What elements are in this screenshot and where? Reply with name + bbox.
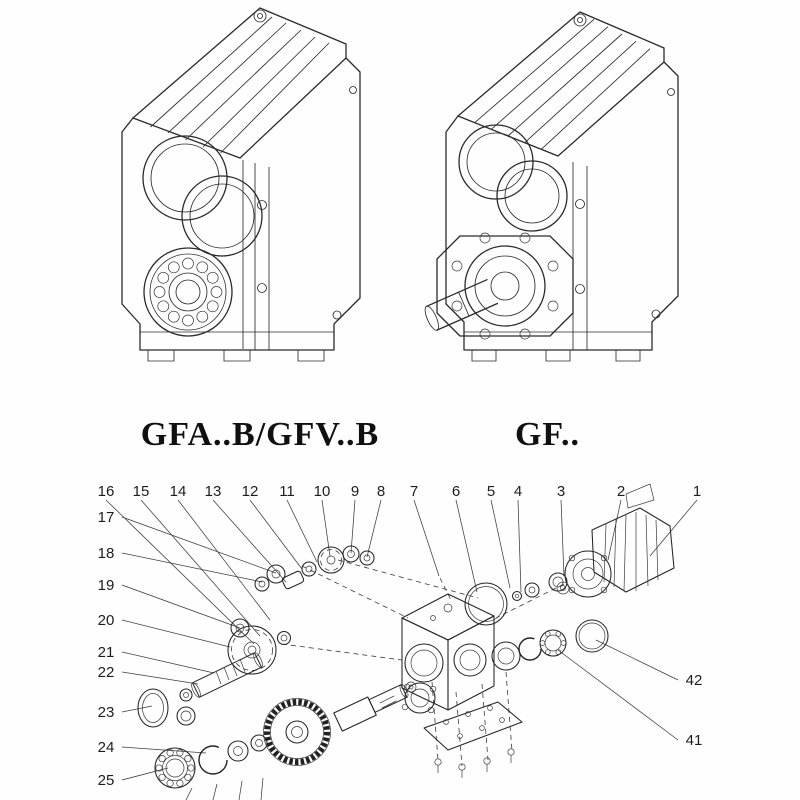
oil-seal (137, 688, 196, 728)
output-bearing-group (154, 734, 268, 789)
callout-21-label: 21 (98, 644, 115, 661)
top-cooling-ribs (150, 16, 330, 154)
output-bearing-face (143, 247, 233, 337)
housing-screws (257, 86, 357, 320)
callout-25-label: 25 (98, 772, 115, 789)
callout-2-label: 2 (617, 483, 625, 500)
output-flange-plate (436, 232, 574, 340)
mounting-feet (471, 349, 641, 362)
callout-24-label: 24 (98, 739, 115, 756)
top-cooling-ribs (474, 18, 651, 150)
callout-13-label: 13 (205, 483, 222, 500)
splined-shaft (179, 652, 263, 702)
callout-12-label: 12 (242, 483, 259, 500)
callout-15-label: 15 (133, 483, 150, 500)
gear-bore-circles (142, 135, 263, 257)
callout-18-label: 18 (98, 545, 115, 562)
leader-lines (105, 499, 698, 781)
callout-7-label: 7 (410, 483, 418, 500)
callout-41-label: 41 (686, 732, 703, 749)
callout-14-label: 14 (170, 483, 187, 500)
lifting-eye-hole (253, 9, 267, 23)
callout-numbers: 16 15 14 13 12 11 10 9 8 7 6 5 4 3 2 1 1… (98, 483, 703, 789)
callout-4-label: 4 (514, 483, 522, 500)
lifting-eye-hole (573, 13, 587, 27)
input-bearing-set (464, 572, 568, 626)
callout-42-label: 42 (686, 672, 703, 689)
callout-5-label: 5 (487, 483, 495, 500)
callout-23-label: 23 (98, 704, 115, 721)
output-gear (263, 698, 331, 766)
mounting-plate (423, 701, 523, 751)
callout-3-label: 3 (557, 483, 565, 500)
input-shaft-parts-cluster (254, 545, 375, 592)
callout-1-label: 1 (693, 483, 701, 500)
gear-housing (401, 593, 495, 714)
callout-6-label: 6 (452, 483, 460, 500)
callout-19-label: 19 (98, 577, 115, 594)
motor-assembly (556, 483, 675, 598)
callout-16-label: 16 (98, 483, 115, 500)
mounting-feet (147, 349, 325, 362)
gf-gearbox-line-drawing (424, 11, 679, 362)
housing-screws (575, 88, 675, 319)
callout-10-label: 10 (314, 483, 331, 500)
callout-20-label: 20 (98, 612, 115, 629)
cropped-leader-lines (185, 777, 264, 800)
gearbox-housing-outline (121, 7, 361, 351)
output-shaft (333, 681, 417, 732)
gearbox-housing-outline (445, 11, 679, 351)
gear-bore-circles (458, 124, 568, 232)
callout-8-label: 8 (377, 483, 385, 500)
intermediate-gear-set (227, 618, 292, 675)
mounting-bolts (434, 748, 515, 778)
output-shaft (424, 279, 499, 331)
exploded-parts-diagram: 16 15 14 13 12 11 10 9 8 7 6 5 4 3 2 1 1… (98, 483, 703, 800)
bearing-and-ring-set (491, 619, 609, 671)
callout-17-label: 17 (98, 509, 115, 526)
callout-11-label: 11 (279, 483, 295, 500)
callout-9-label: 9 (351, 483, 359, 500)
model-label-gfab: GFA..B/GFV..B (140, 416, 380, 453)
gfab-gearbox-line-drawing (121, 7, 361, 362)
model-label-gf: GF.. (514, 416, 581, 453)
callout-22-label: 22 (98, 664, 115, 681)
